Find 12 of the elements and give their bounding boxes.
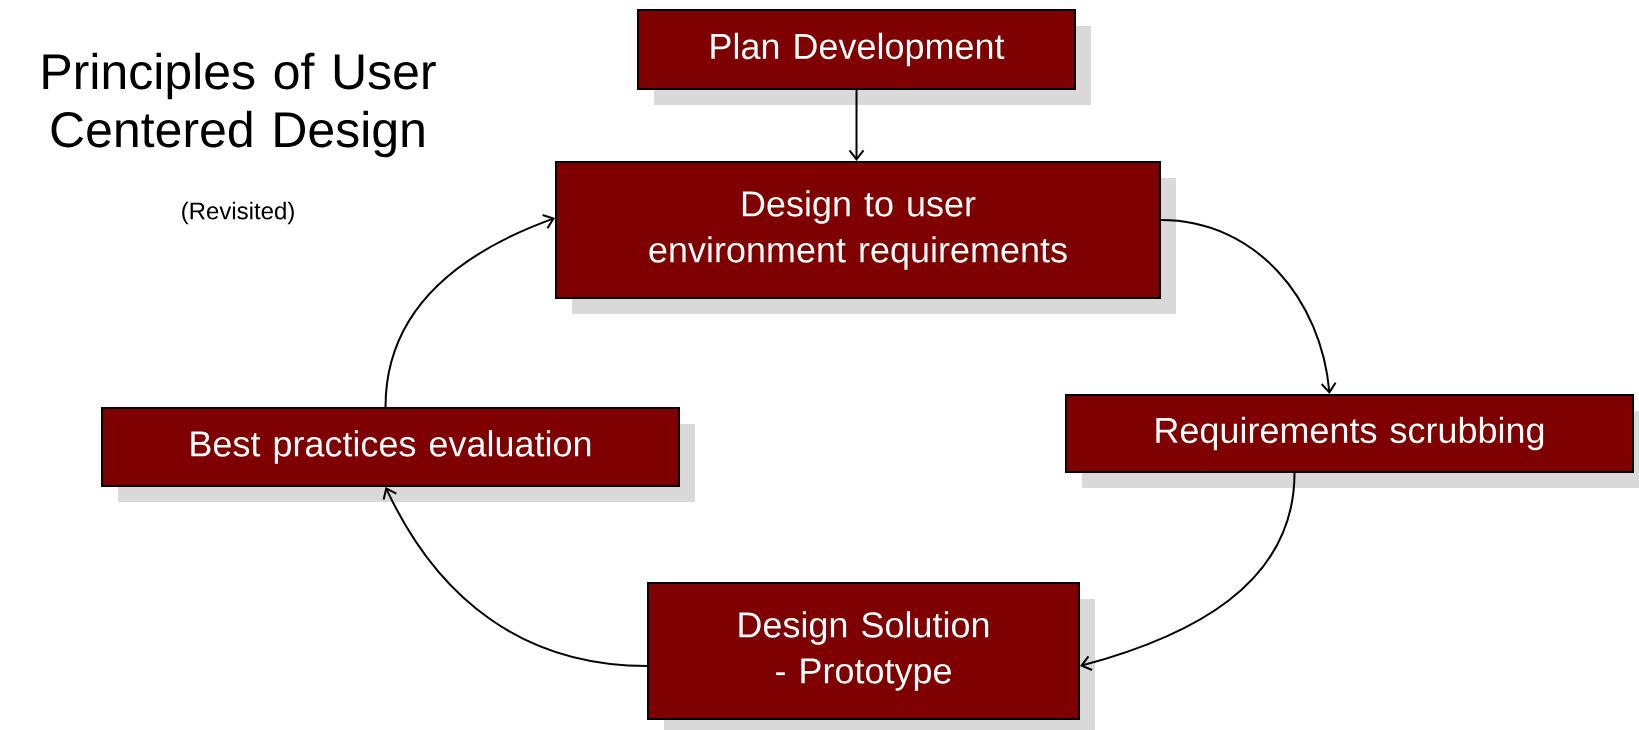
title: Principles of User Centered Design (43, 52, 436, 158)
arrow (384, 214, 555, 408)
arrow (382, 487, 648, 667)
process-box: Requirements scrubbing (1065, 394, 1639, 488)
process-box: Design Solution - Prototype (647, 582, 1095, 730)
arrow (848, 89, 865, 161)
process-box: Best practices evaluation (101, 407, 695, 502)
arrow (1160, 219, 1337, 394)
process-box: Design to user environment requirements (555, 161, 1176, 314)
arrow (1080, 472, 1296, 671)
process-box: Plan Development (637, 9, 1091, 105)
subtitle: (Revisited) (182, 201, 294, 225)
